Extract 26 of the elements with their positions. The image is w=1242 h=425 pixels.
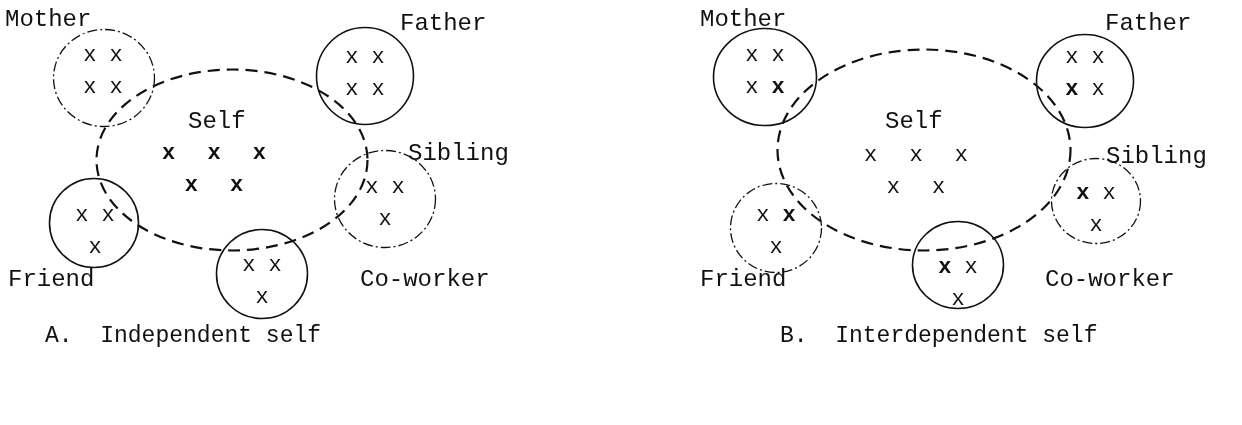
person-label: Mother xyxy=(5,8,92,32)
element-marks: x x x xyxy=(364,174,406,234)
element-marks: x x x x x xyxy=(863,142,969,202)
person-label: Sibling xyxy=(408,142,509,166)
person-label: Co-worker xyxy=(360,268,490,292)
person-label: Father xyxy=(400,12,487,36)
person-label: Father xyxy=(1105,12,1192,36)
element-marks: x x x xyxy=(1075,180,1117,240)
element-marks: x x x x xyxy=(82,42,124,102)
person-label: Self xyxy=(188,110,246,134)
element-marks: x x x x x xyxy=(161,140,267,200)
element-marks: x x x xyxy=(241,252,283,312)
element-marks: x x x xyxy=(74,202,116,262)
person-label: Self xyxy=(885,110,943,134)
person-label: Mother xyxy=(700,8,787,32)
element-marks: x x x xyxy=(755,202,797,262)
element-marks: x x x x xyxy=(344,44,386,104)
person-label: Co-worker xyxy=(1045,268,1175,292)
panel-caption: B. Interdependent self xyxy=(780,325,1098,348)
person-label: Sibling xyxy=(1106,145,1207,169)
person-label: Friend xyxy=(700,268,787,292)
element-marks: x x x x xyxy=(1064,44,1106,104)
element-marks: x x x x xyxy=(744,42,786,102)
person-label: Friend xyxy=(8,268,95,292)
element-marks: x x x xyxy=(937,254,979,314)
panel-caption: A. Independent self xyxy=(45,325,322,348)
